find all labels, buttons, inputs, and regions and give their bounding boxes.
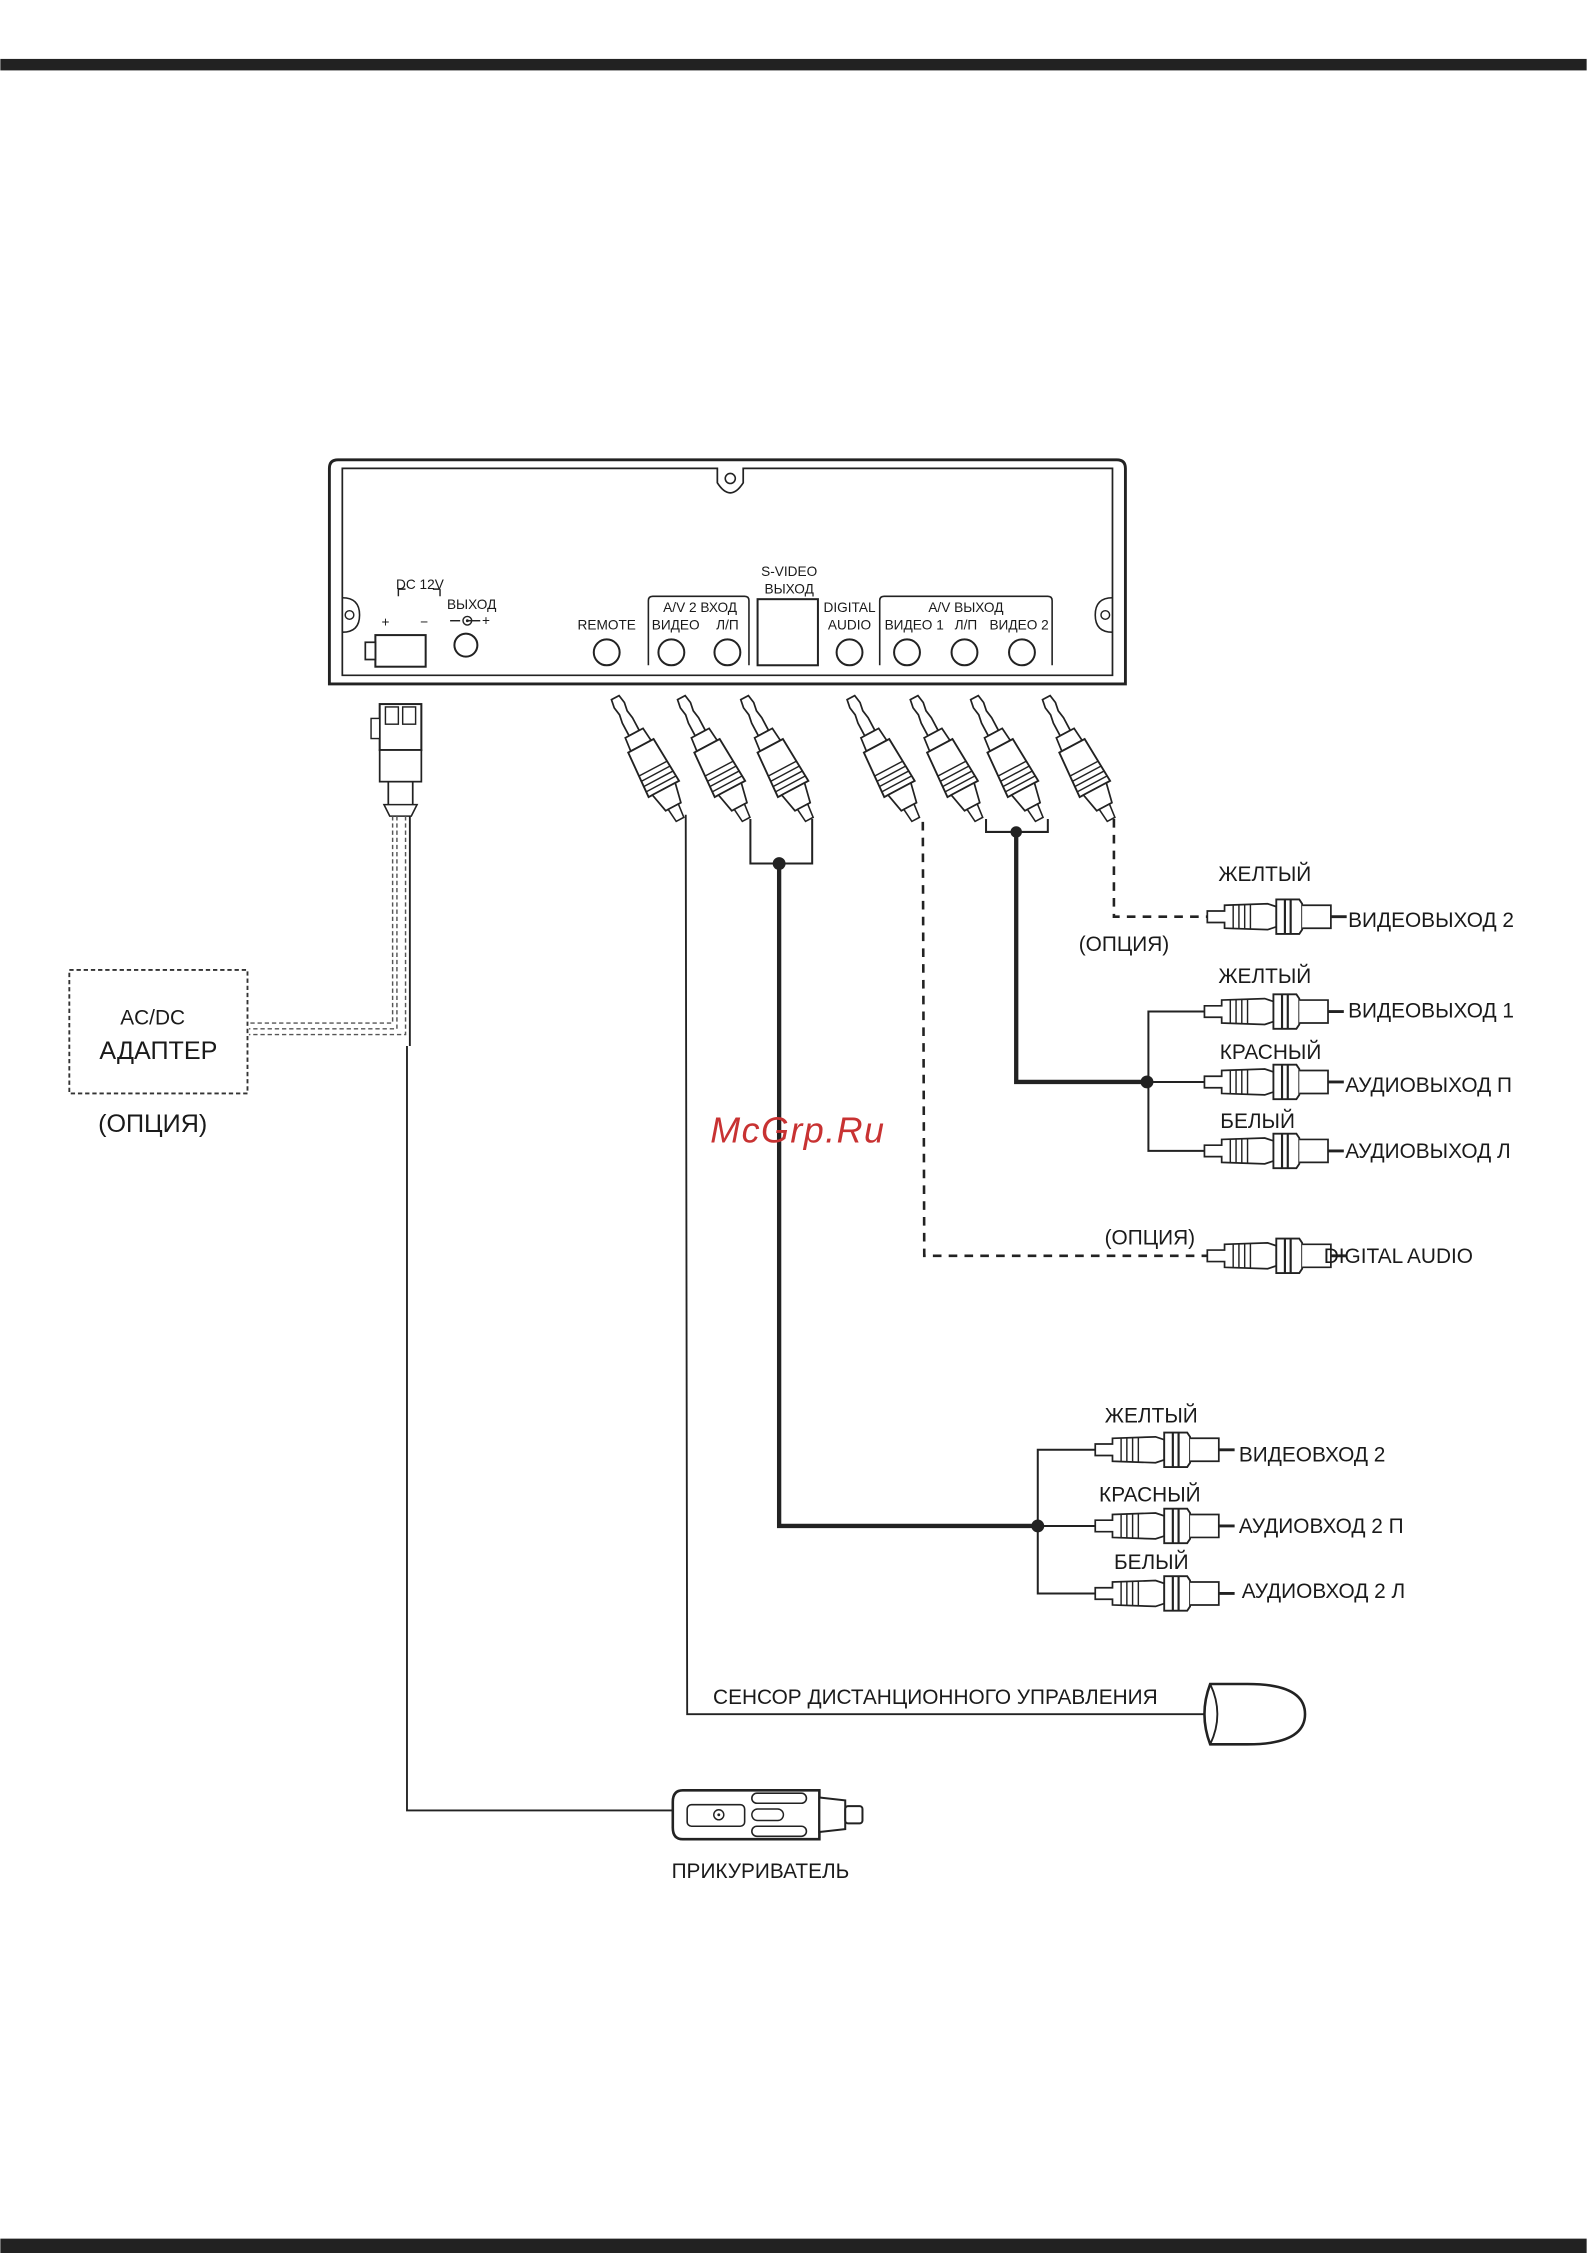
video2-out-cable bbox=[1112, 819, 1208, 919]
audio-r-out-color: КРАСНЫЙ bbox=[1220, 1040, 1322, 1064]
digital-audio-jack bbox=[835, 638, 864, 667]
av-out-bracket bbox=[878, 595, 1053, 666]
av2-in-label: A/V 2 ВХОД bbox=[663, 600, 737, 615]
digital-out-option: (ОПЦИЯ) bbox=[1105, 1226, 1195, 1249]
remote-label: REMOTE bbox=[578, 617, 636, 632]
mount-hole-top bbox=[724, 472, 737, 485]
av2-video-jack bbox=[657, 638, 686, 667]
video-in-label: ВИДЕОВХОД 2 bbox=[1239, 1443, 1385, 1466]
video2-out-plug bbox=[1030, 688, 1128, 829]
bottom-rule bbox=[0, 2238, 1587, 2253]
video1-out-color: ЖЕЛТЫЙ bbox=[1218, 964, 1311, 988]
mount-hole-left bbox=[344, 609, 355, 621]
av2-in-split bbox=[749, 819, 814, 865]
watermark: McGrp.Ru bbox=[710, 1109, 885, 1150]
output-fan bbox=[1146, 1010, 1205, 1152]
cigarette-lighter-plug bbox=[671, 1789, 864, 1841]
video1-out-jack bbox=[893, 638, 921, 667]
svideo-label: S-VIDEO bbox=[761, 564, 817, 579]
digital-audio-label: DIGITAL AUDIO bbox=[1324, 1245, 1473, 1268]
dc-12v-label: DC 12V bbox=[396, 577, 445, 592]
adapter-line2: АДАПТЕР bbox=[99, 1037, 217, 1065]
panel-plugs bbox=[599, 688, 1128, 829]
mount-hole-right bbox=[1100, 609, 1111, 621]
power-connector bbox=[364, 634, 427, 668]
power-cable-plug bbox=[370, 703, 423, 817]
input-connectors: ЖЕЛТЫЙ ВИДЕОВХОД 2 КРАСНЫЙ АУДИОВХОД 2 П… bbox=[1093, 1403, 1405, 1613]
av2-bracket bbox=[647, 595, 750, 666]
digital-audio-cable bbox=[921, 821, 1208, 1258]
plus-label: + bbox=[381, 614, 389, 629]
audio-r-in-color: КРАСНЫЙ bbox=[1099, 1483, 1201, 1507]
audio-l-in-label: АУДИОВХОД 2 Л bbox=[1242, 1580, 1405, 1603]
svideo-out-label: ВЫХОД bbox=[765, 581, 814, 596]
svg-text:+: + bbox=[482, 613, 490, 628]
video-in-color: ЖЕЛТЫЙ bbox=[1105, 1403, 1198, 1427]
video2-out-label: ВИДЕОВЫХОД 2 bbox=[1348, 909, 1514, 932]
audio-l-in-rca bbox=[1093, 1574, 1237, 1613]
video2-out-option: (ОПЦИЯ) bbox=[1079, 933, 1169, 956]
output-connectors: ЖЕЛТЫЙ ВИДЕОВЫХОД 2 (ОПЦИЯ) ЖЕЛТЫЙ ВИДЕО… bbox=[1079, 862, 1514, 1275]
av-out-cable bbox=[1014, 831, 1147, 1085]
av2-audio-jack bbox=[713, 638, 742, 667]
dc-out-label: ВЫХОД bbox=[447, 597, 496, 612]
audio-r-out-label: АУДИОВЫХОД П bbox=[1345, 1074, 1512, 1097]
video2-label: ВИДЕО 2 bbox=[989, 617, 1048, 632]
av2-lr-label: Л/П bbox=[716, 617, 739, 632]
input-fan bbox=[1036, 1448, 1096, 1595]
remote-plug bbox=[599, 688, 697, 829]
video2-out-color: ЖЕЛТЫЙ bbox=[1218, 862, 1311, 886]
audio-r-in-rca bbox=[1093, 1507, 1237, 1545]
remote-sensor-cable bbox=[684, 814, 1211, 1716]
adapter-cable bbox=[248, 816, 407, 1036]
audio-r-out-rca bbox=[1203, 1063, 1346, 1101]
video1-label: ВИДЕО 1 bbox=[885, 617, 944, 632]
av-lr-label: Л/П bbox=[955, 617, 978, 632]
minus-label: − bbox=[420, 614, 428, 629]
av2-video-label: ВИДЕО bbox=[652, 617, 700, 632]
audio-l-out-rca bbox=[1203, 1132, 1346, 1170]
audio-label: AUDIO bbox=[828, 617, 871, 632]
av-out-label: A/V ВЫХОД bbox=[928, 600, 1003, 615]
audio-l-in-color: БЕЛЫЙ bbox=[1114, 1550, 1189, 1574]
dc-polarity-icon: + bbox=[450, 613, 490, 628]
audio-r-in-label: АУДИОВХОД 2 П bbox=[1239, 1515, 1404, 1538]
lighter-cable bbox=[406, 816, 679, 1812]
dvd-unit-rear-panel: DC 12V + − ВЫХОД + REMOTE A/V 2 ВХОД ВИД… bbox=[327, 458, 1127, 686]
video2-out-rca bbox=[1205, 898, 1349, 936]
dc-out-jack bbox=[453, 632, 479, 658]
av2-in-cable bbox=[776, 863, 1038, 1529]
audio-l-out-label: АУДИОВЫХОД Л bbox=[1345, 1140, 1510, 1163]
digital-label: DIGITAL bbox=[824, 600, 876, 615]
audio-out-jack bbox=[950, 638, 979, 667]
video1-out-rca bbox=[1203, 992, 1346, 1031]
adapter-option-label: (ОПЦИЯ) bbox=[98, 1110, 207, 1138]
video2-out-jack bbox=[1008, 638, 1036, 667]
lighter-label: ПРИКУРИВАТЕЛЬ bbox=[672, 1860, 850, 1883]
video-in-rca bbox=[1093, 1431, 1237, 1469]
remote-sensor bbox=[1203, 1682, 1307, 1746]
ac-dc-adapter: AC/DC АДАПТЕР bbox=[68, 968, 249, 1095]
audio-l-out-color: БЕЛЫЙ bbox=[1220, 1109, 1295, 1133]
output-junction bbox=[1140, 1075, 1154, 1089]
top-rule bbox=[0, 58, 1587, 71]
svideo-port bbox=[756, 598, 819, 667]
video1-out-label: ВИДЕОВЫХОД 1 bbox=[1348, 999, 1514, 1022]
sensor-label: СЕНСОР ДИСТАНЦИОННОГО УПРАВЛЕНИЯ bbox=[713, 1686, 1158, 1709]
remote-jack bbox=[592, 638, 621, 667]
adapter-line1: AC/DC bbox=[120, 1006, 185, 1029]
